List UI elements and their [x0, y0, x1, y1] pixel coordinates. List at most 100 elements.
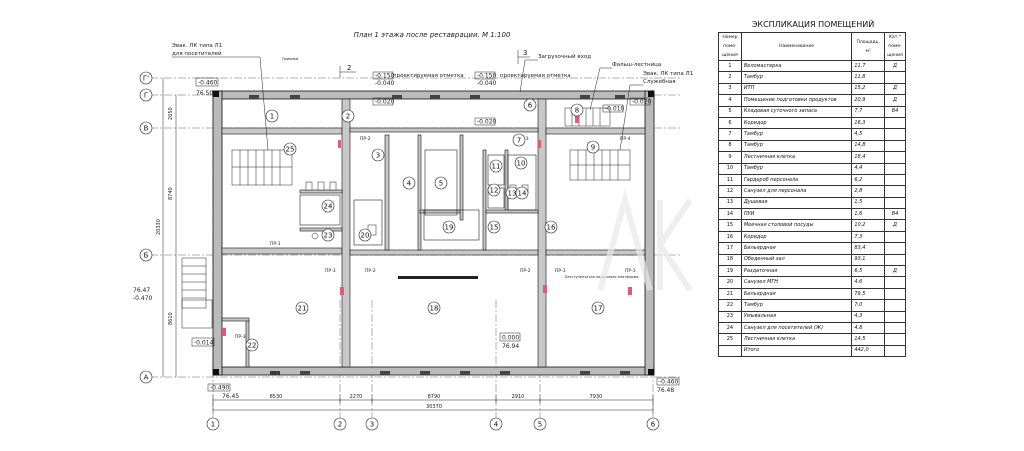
dim-label: 2270 [350, 394, 363, 400]
room-marker-circle [586, 140, 600, 154]
level-mark: -0.020 [375, 99, 395, 106]
axis-row-label: Г [144, 92, 148, 100]
door-tag: ПР-3 [625, 268, 636, 274]
axis-row-label: Б [144, 252, 149, 260]
cell-num: 24 [718, 321, 742, 335]
room-marker-circle [283, 142, 297, 156]
cell-num: 17 [718, 242, 742, 255]
level-mark: 0.000 [502, 335, 519, 342]
cell-cat [884, 287, 906, 301]
room-number: 17 [594, 305, 603, 313]
level-mark: 76.48 [657, 387, 674, 394]
dim-label: 2650 [168, 107, 174, 120]
cell-cat [884, 299, 906, 312]
cell-area: 10,2 [851, 219, 885, 232]
cell-area: 4,3 [851, 310, 885, 324]
cell-area: 14,5 [851, 333, 885, 346]
room-number: 13 [508, 190, 517, 198]
level-mark: -0.040 [375, 80, 395, 87]
cell-name: Итого [740, 344, 853, 358]
cell-area: 20,9 [851, 94, 885, 107]
cell-num: 9 [718, 151, 742, 164]
room-marker-circle [434, 176, 448, 190]
axis-bubble [365, 417, 379, 431]
room-marker-circle [489, 159, 503, 173]
door-tag: ПР-2 [360, 136, 371, 142]
header-name: Наименование [740, 32, 853, 61]
cell-name: Тамбур [740, 299, 853, 312]
header-num: Номер поме-щения [718, 32, 742, 61]
cell-num: 8 [718, 139, 742, 153]
cell-cat: Д [884, 94, 906, 107]
dim-label: 7930 [590, 394, 603, 400]
cell-name: Раздаточная [740, 265, 853, 278]
room-number: 14 [518, 190, 527, 198]
cell-area: 4,4 [851, 162, 885, 175]
level-mark: -0.020 [477, 119, 497, 126]
cell-cat [884, 128, 906, 141]
stair-entry-left [181, 257, 213, 329]
cell-area: 4,5 [851, 128, 885, 141]
room-number: 3 [376, 152, 380, 160]
level-mark: 76.45 [222, 393, 239, 400]
level-mark: -0.460 [659, 379, 679, 386]
door-tag: ПР-2 [520, 268, 531, 274]
cell-area: 14,8 [851, 139, 885, 153]
room-number: 22 [248, 342, 257, 350]
dim-label: 8740 [168, 187, 174, 200]
cell-area: 442,0 [851, 344, 885, 358]
legend-title: ЭКСПЛИКАЦИЯ ПОМЕЩЕНИЙ [751, 20, 875, 29]
cell-cat [884, 242, 906, 255]
pilasters [249, 95, 630, 375]
door-tag: ПР-3 [235, 334, 246, 340]
cell-cat [884, 333, 906, 346]
door-tag: ПР-1 [270, 371, 281, 377]
room-marker-circle [321, 228, 335, 242]
dim-label: 8530 [270, 394, 283, 400]
cell-name: Тамбур [740, 128, 853, 141]
cell-name: Бильярдная [740, 287, 853, 301]
cell-area: 7,7 [851, 105, 885, 118]
room-marker-circle [523, 98, 537, 112]
axis-bubble [489, 417, 503, 431]
cell-name: Веломастерка [740, 59, 853, 73]
level-mark: -0.490 [210, 385, 230, 392]
axis-bubble [139, 71, 153, 85]
room-marker-circle [514, 156, 528, 170]
section-mark-3: 3 [523, 49, 527, 57]
room-number: 6 [528, 102, 533, 110]
cell-name: Коридор [740, 116, 853, 130]
left-dimensions [162, 78, 177, 377]
leader-lines [172, 50, 643, 151]
axis-row-label: А [144, 374, 149, 382]
cell-area: 6,5 [851, 265, 885, 278]
axis-col-label: 4 [494, 421, 499, 429]
room-number: 24 [324, 203, 333, 211]
door-tag: ПР-3 [325, 268, 336, 274]
room-number: 4 [407, 180, 412, 188]
cell-name: ИТП [740, 82, 853, 96]
door-tag: ПР-4 [620, 136, 631, 142]
left-dimension-labels: 2650 8740 8610 20330 [156, 107, 174, 325]
axis-bubble [139, 88, 153, 102]
cell-num: 2 [718, 71, 742, 84]
room-marker-circle [442, 220, 456, 234]
header-cat: Кат.* поме-щения [884, 32, 906, 61]
evac-left-label-2: для посетителей [172, 50, 222, 57]
section-mark-2: 2 [347, 64, 351, 72]
level-mark: -0.150 [477, 73, 497, 80]
door-tags: ПР-1 ПР-3 ПР-2 ПР-2 ПР-3 ПР-3 ПР-3 ПР-4 … [235, 136, 636, 377]
